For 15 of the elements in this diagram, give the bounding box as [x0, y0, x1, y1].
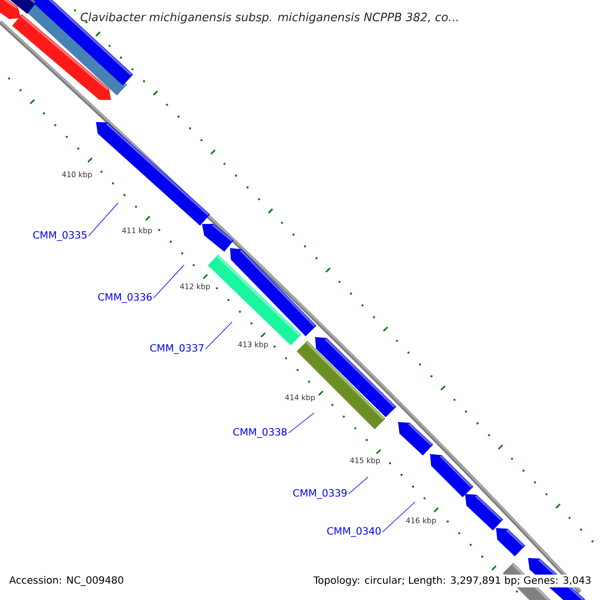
gene-label: CMM_0337: [150, 344, 204, 354]
leader-line: [348, 476, 368, 494]
info-text: Topology: circular; Length: 3,297,891 bp; Genes: 3,043: [312, 574, 593, 588]
leader-line: [205, 322, 232, 350]
leader-line: [153, 264, 184, 298]
leader-line: [88, 202, 118, 236]
leader-line: [288, 412, 314, 434]
info-text: Accession: NC_009480: [9, 576, 124, 586]
gene-label: CMM_0338: [233, 428, 287, 438]
gene-label: CMM_0339: [293, 489, 347, 499]
leader-line: [382, 502, 416, 532]
gene-label: CMM_0336: [98, 293, 152, 303]
gene-label: CMM_0340: [327, 527, 381, 537]
title: Clavibacter michiganensis subsp. michiganensis NCPPB 382, co...: [80, 12, 458, 24]
gene-label: CMM_0335: [33, 231, 86, 241]
